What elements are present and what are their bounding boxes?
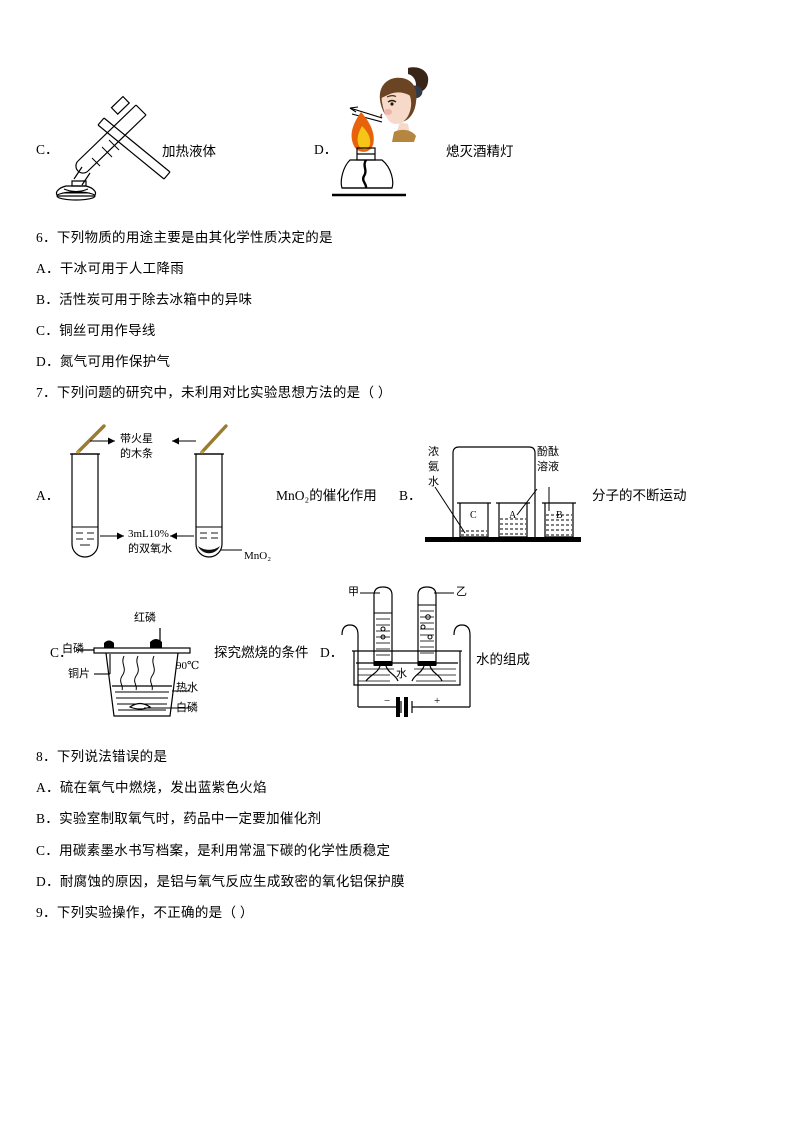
q7-option-d-label: D．	[320, 645, 344, 660]
q7b-ammonia-label-char3: 水	[428, 476, 439, 488]
q7c-hot-water-label: 热水	[176, 682, 198, 694]
q7b-beaker-a-label: A	[509, 510, 517, 521]
question-7-stem: 7．下列问题的研究中，未利用对比实验思想方法的是（ ）	[36, 385, 392, 400]
q7d-tube-yi-label: 乙	[456, 586, 467, 598]
q7b-ammonia-label-char1: 浓	[428, 446, 439, 458]
q7-option-d-caption: 水的组成	[476, 652, 530, 667]
question-6-option-d: D．氮气可用作保护气	[36, 354, 171, 369]
q7b-ammonia-label-char2: 氨	[428, 461, 439, 473]
q7a-peroxide-label-line1: 3mL10%	[128, 528, 169, 540]
ammonia-diffusion-figure	[425, 441, 585, 556]
question-8-option-c: C．用碳素墨水书写档案，是利用常温下碳的化学性质稳定	[36, 843, 391, 858]
q7a-peroxide-label-line2: 的双氧水	[128, 543, 172, 555]
extinguish-alcohol-lamp-figure	[332, 64, 454, 209]
question-6-option-c: C．铜丝可用作导线	[36, 323, 156, 338]
question-8-option-b: B．实验室制取氧气时，药品中一定要加催化剂	[36, 811, 322, 826]
question-6-option-b: B．活性炭可用于除去冰箱中的异味	[36, 292, 253, 307]
combustion-conditions-figure	[76, 612, 214, 727]
water-electrolysis-figure	[338, 585, 488, 725]
q7c-white-phosphorus-bottom-label: 白磷	[176, 702, 198, 714]
q7-option-b-label: B．	[399, 488, 422, 503]
q7a-glowing-splint-label-line1: 带火星	[120, 433, 153, 445]
q7-option-c-caption: 探究燃烧的条件	[214, 645, 309, 660]
q5-option-c-caption: 加热液体	[162, 144, 216, 159]
question-6-stem: 6．下列物质的用途主要是由其化学性质决定的是	[36, 230, 333, 245]
question-6-option-a: A．干冰可用于人工降雨	[36, 261, 185, 276]
q7d-tube-jia-label: 甲	[348, 586, 359, 598]
q5-option-c-label: C．	[36, 142, 59, 157]
question-8-option-d: D．耐腐蚀的原因，是铝与氧气反应生成致密的氧化铝保护膜	[36, 874, 405, 889]
question-9-stem: 9．下列实验操作，不正确的是（ ）	[36, 905, 254, 920]
q7b-beaker-b-label: B	[556, 510, 563, 521]
q7-option-a-label: A．	[36, 488, 60, 503]
h2o2-mno2-comparison-figure	[60, 424, 290, 574]
q7a-mno2-label: MnO₂	[244, 550, 272, 562]
q5-option-d-caption: 熄灭酒精灯	[446, 144, 514, 159]
question-8-option-a: A．硫在氧气中燃烧，发出蓝紫色火焰	[36, 780, 267, 795]
q7d-water-label: 水	[396, 668, 407, 680]
q5-option-d-label: D．	[314, 142, 338, 157]
q7d-positive-terminal-label: +	[434, 695, 441, 707]
q7c-red-phosphorus-label: 红磷	[134, 612, 156, 624]
q7c-temperature-label: 90℃	[176, 660, 200, 672]
q7c-white-phosphorus-top-label: 白磷	[62, 643, 84, 655]
question-8-stem: 8．下列说法错误的是	[36, 749, 168, 764]
q7b-beaker-c-label: C	[470, 510, 477, 521]
q7c-copper-plate-label: 铜片	[68, 668, 90, 680]
q7b-phenolphthalein-label-line2: 溶液	[537, 461, 559, 473]
q7-option-a-caption: MnO₂的催化作用	[276, 488, 377, 503]
q7-option-b-caption: 分子的不断运动	[592, 488, 687, 503]
heating-liquid-apparatus-figure	[52, 85, 182, 201]
q7b-phenolphthalein-label-line1: 酚酞	[537, 446, 559, 458]
q7d-negative-terminal-label: −	[384, 695, 391, 707]
q7-option-c-label: C．	[50, 645, 73, 660]
q7a-glowing-splint-label-line2: 的木条	[120, 448, 153, 460]
